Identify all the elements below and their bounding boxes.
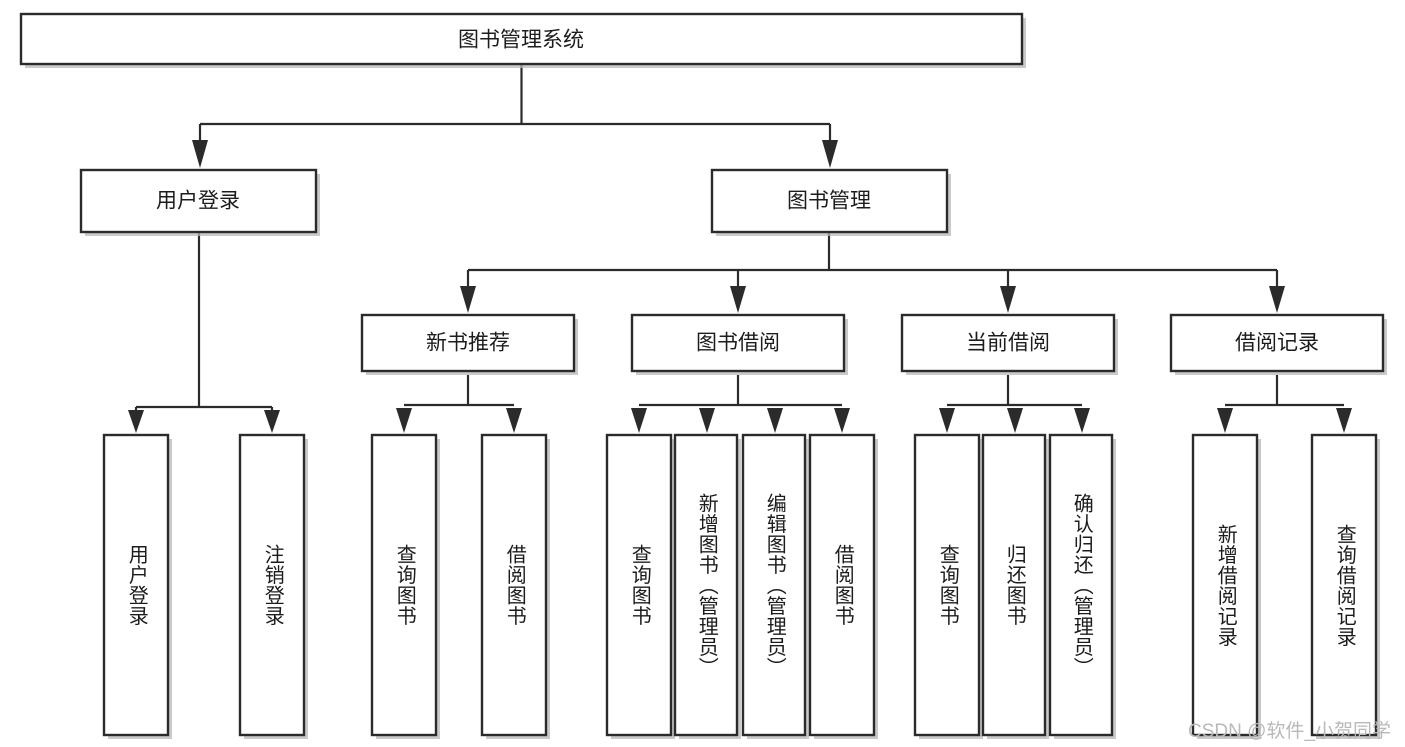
leaf-edit-book-box[interactable] xyxy=(741,433,807,737)
arrowhead-leaf-query-book-1 xyxy=(396,408,412,433)
node-user-login-label: 用户登录 xyxy=(156,190,240,213)
node-root-box[interactable] xyxy=(19,12,1024,66)
arrowhead-leaf-query-book-3 xyxy=(939,408,955,433)
arrowhead-leaf-user-logout xyxy=(264,410,280,433)
csdn-watermark: CSDN @软件_小贺同学 xyxy=(1188,721,1391,742)
arrowhead-book-management xyxy=(822,140,838,168)
node-book-borrow-box[interactable] xyxy=(630,313,846,373)
leaf-add-record-box[interactable] xyxy=(1191,433,1259,737)
arrowhead-leaf-user-login xyxy=(128,410,144,433)
arrowhead-user-login xyxy=(192,140,208,168)
node-root-label: 图书管理系统 xyxy=(458,29,584,52)
leaf-borrow-book-2-box[interactable] xyxy=(808,433,876,737)
node-borrow-record[interactable]: 借阅记录 xyxy=(1169,313,1387,375)
node-user-login[interactable]: 用户登录 xyxy=(79,168,320,236)
node-new-book-recommend-label: 新书推荐 xyxy=(426,332,510,355)
leaf-borrow-book-1-box[interactable] xyxy=(480,433,548,737)
node-borrow-record-box[interactable] xyxy=(1169,313,1385,373)
arrowhead-leaf-confirm-return xyxy=(1074,408,1090,433)
arrowhead-leaf-borrow-book-2 xyxy=(834,408,850,433)
node-current-borrow[interactable]: 当前借阅 xyxy=(900,313,1118,375)
leaf-user-logout-box[interactable] xyxy=(238,433,306,737)
arrowhead-leaf-return-book xyxy=(1007,408,1023,433)
arrowhead-new-book-recommend xyxy=(460,286,476,313)
leaf-user-login-box[interactable] xyxy=(102,433,170,737)
node-book-borrow[interactable]: 图书借阅 xyxy=(630,313,848,375)
leaf-query-book-2-box[interactable] xyxy=(605,433,673,737)
leaf-confirm-return-box[interactable] xyxy=(1048,433,1114,737)
arrowhead-current-borrow xyxy=(1000,286,1016,313)
leaf-return-book-box[interactable] xyxy=(981,433,1047,737)
arrowhead-leaf-add-book xyxy=(699,408,715,433)
arrowhead-leaf-borrow-book-1 xyxy=(506,408,522,433)
leaf-add-book-box[interactable] xyxy=(673,433,739,737)
arrowhead-book-borrow xyxy=(730,286,746,313)
arrowhead-leaf-query-record xyxy=(1336,408,1352,433)
node-book-management-label: 图书管理 xyxy=(787,190,871,213)
arrowhead-borrow-record xyxy=(1269,286,1285,313)
node-current-borrow-label: 当前借阅 xyxy=(966,332,1050,355)
node-new-book-recommend-box[interactable] xyxy=(360,313,576,373)
connector-group xyxy=(128,64,1352,433)
leaf-box-group xyxy=(102,433,1380,739)
leaf-query-book-3-box[interactable] xyxy=(913,433,981,737)
node-new-book-recommend[interactable]: 新书推荐 xyxy=(360,313,578,375)
leaf-query-book-1-box[interactable] xyxy=(370,433,438,737)
arrowhead-leaf-query-book-2 xyxy=(631,408,647,433)
arrowhead-leaf-edit-book xyxy=(767,408,783,433)
node-book-management[interactable]: 图书管理 xyxy=(710,168,951,236)
node-current-borrow-box[interactable] xyxy=(900,313,1116,373)
arrowhead-leaf-add-record xyxy=(1217,408,1233,433)
node-root[interactable]: 图书管理系统 xyxy=(19,12,1026,68)
node-book-management-box[interactable] xyxy=(710,168,949,234)
node-user-login-box[interactable] xyxy=(79,168,318,234)
node-borrow-record-label: 借阅记录 xyxy=(1235,332,1319,355)
leaf-query-record-box[interactable] xyxy=(1310,433,1378,737)
node-book-borrow-label: 图书借阅 xyxy=(696,332,780,355)
